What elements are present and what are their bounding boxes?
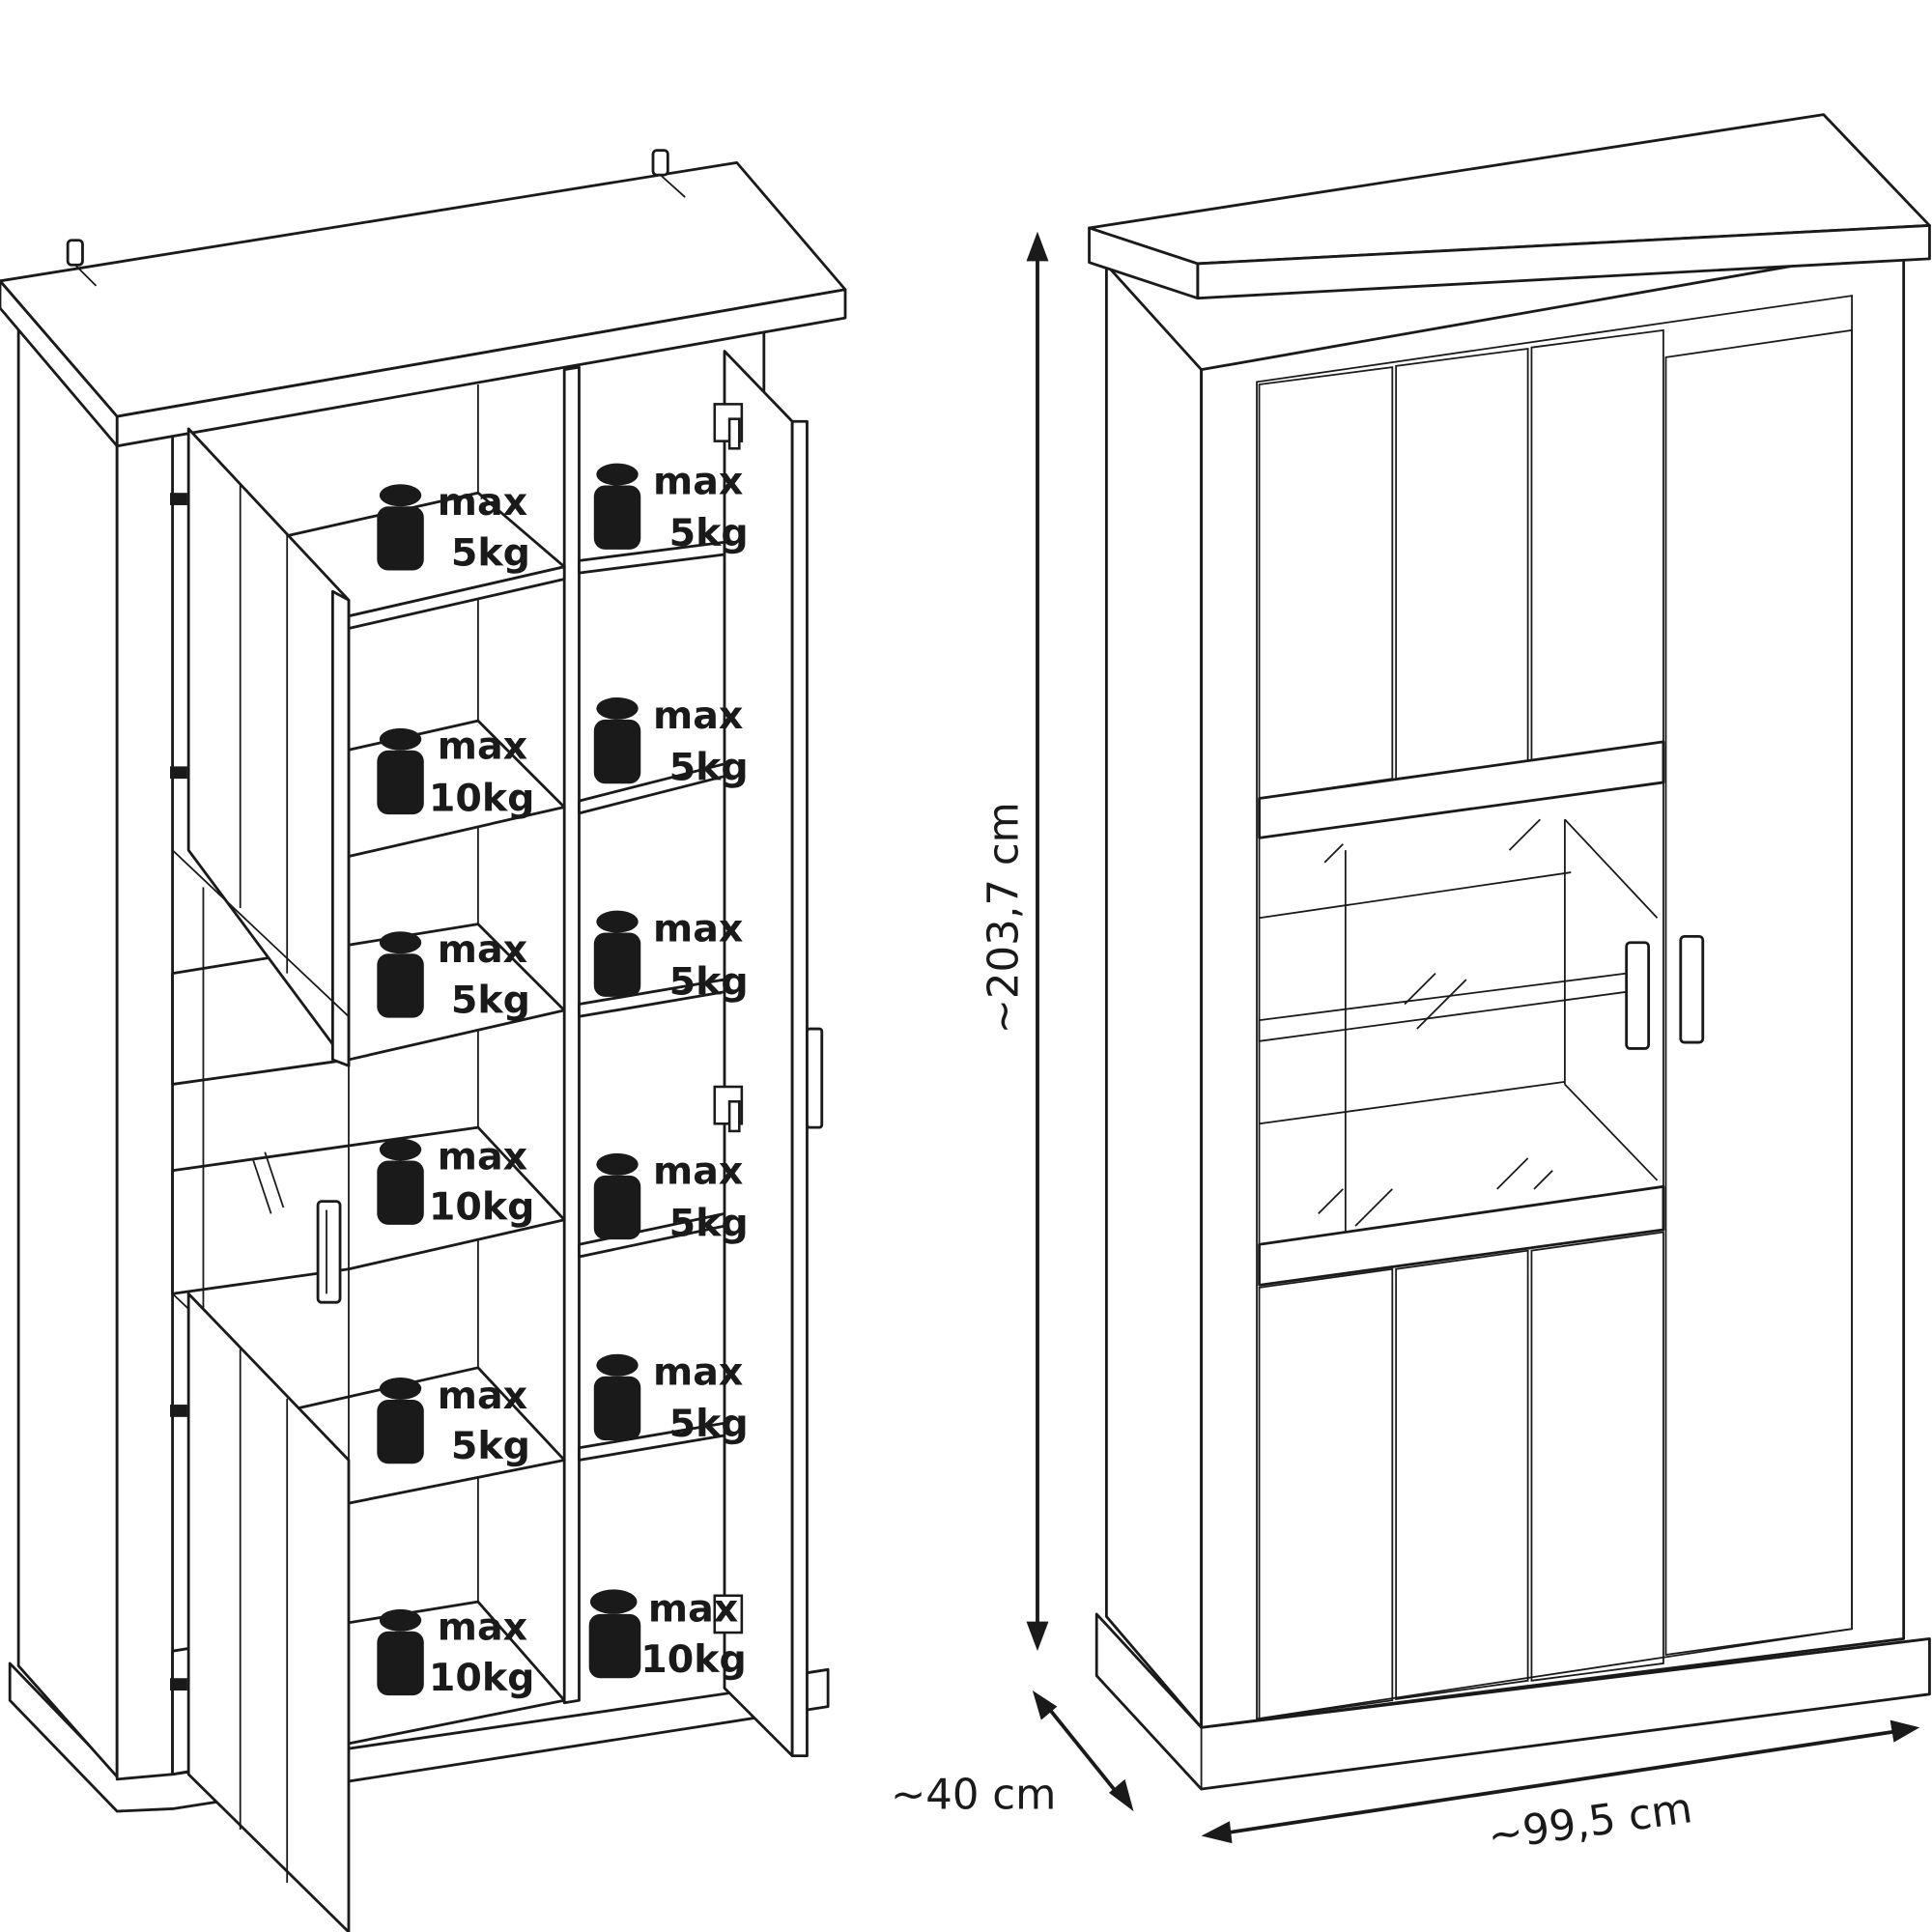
right-door [723,350,794,1758]
height-dimension: ~203,7 cm [980,231,1049,1652]
door-handle [1625,941,1651,1050]
weight-icon [377,931,424,1018]
left-column-loads: max 5kg max 10kg max 5kg max 10kg max 5k… [377,480,534,1700]
weight-icon [377,1378,424,1464]
load-label-max: max [438,480,527,525]
load-label-weight: 5kg [669,1201,749,1245]
width-label: ~99,5 cm [1485,1784,1695,1861]
wall-bracket [651,149,686,198]
load-label-weight: 5kg [451,530,530,575]
load-label-weight: 5kg [669,1402,749,1446]
load-label: max 10kg [377,1605,534,1700]
depth-label: ~40 cm [891,1771,1056,1819]
depth-dimension: ~40 cm [891,1690,1134,1819]
load-label: max 5kg [593,459,749,555]
load-label-weight: 5kg [669,511,749,555]
load-label-weight: 5kg [669,745,749,789]
height-label: ~203,7 cm [980,802,1029,1034]
load-label-max: max [648,1587,738,1632]
weight-icon [588,1589,641,1679]
load-label: max 10kg [377,1134,535,1230]
load-label-max: max [438,1134,527,1179]
weight-icon [377,1138,424,1225]
glass-reflection [1318,818,1553,1227]
lower-left-door [186,1292,351,1932]
load-label-max: max [438,1374,527,1418]
weight-icon [377,484,424,571]
arrow-right-icon [1889,1719,1920,1743]
load-label-max: max [653,459,743,503]
arrow-up-icon [1026,231,1049,262]
weight-icon [593,696,641,784]
right-door [1664,328,1853,1657]
load-label: max 5kg [377,480,530,575]
arrow-icon [1032,1690,1058,1720]
arrow-left-icon [1201,1821,1233,1844]
load-label-max: max [653,1150,743,1194]
load-label: max 5kg [377,1374,530,1468]
weight-icon [593,1152,641,1240]
load-label: max 5kg [593,906,749,1004]
load-label-weight: 10kg [640,1637,747,1682]
right-column-loads: max 5kg max 5kg max 5kg max 5kg max 5kg … [588,459,749,1682]
load-label: max 5kg [593,1150,749,1245]
load-label: max 5kg [377,927,530,1022]
weight-icon [377,727,424,815]
load-label-max: max [438,1605,527,1650]
load-label: max 5kg [593,1350,749,1446]
open-cabinet-drawing [0,149,847,1932]
weight-icon [593,910,641,997]
arrow-icon [1108,1778,1134,1811]
glass-panel [1258,781,1664,1246]
load-label-weight: 10kg [429,1656,535,1700]
load-label-weight: 5kg [451,1424,530,1468]
load-label: max 5kg [593,694,749,789]
load-label-weight: 10kg [429,1185,535,1230]
door-handle [806,1027,824,1129]
weight-icon [377,1608,424,1696]
load-label-weight: 5kg [451,978,530,1022]
load-label-max: max [653,906,743,951]
load-label: max 10kg [377,724,535,820]
door-handle [316,1200,342,1304]
load-label-weight: 5kg [669,959,749,1004]
door-hinges [713,403,744,1634]
wall-bracket [66,239,98,287]
hinges [170,493,187,1690]
load-label-max: max [438,724,527,769]
arrow-down-icon [1026,1621,1049,1652]
load-label-max: max [653,1350,743,1395]
weight-icon [593,1353,641,1441]
load-label-max: max [438,927,527,972]
load-label-weight: 10kg [429,776,535,820]
door-handle [1679,934,1705,1044]
load-label: max 10kg [588,1587,747,1682]
closed-cabinet-drawing [1088,113,1931,1791]
weight-icon [593,463,641,550]
load-label-max: max [653,694,743,738]
